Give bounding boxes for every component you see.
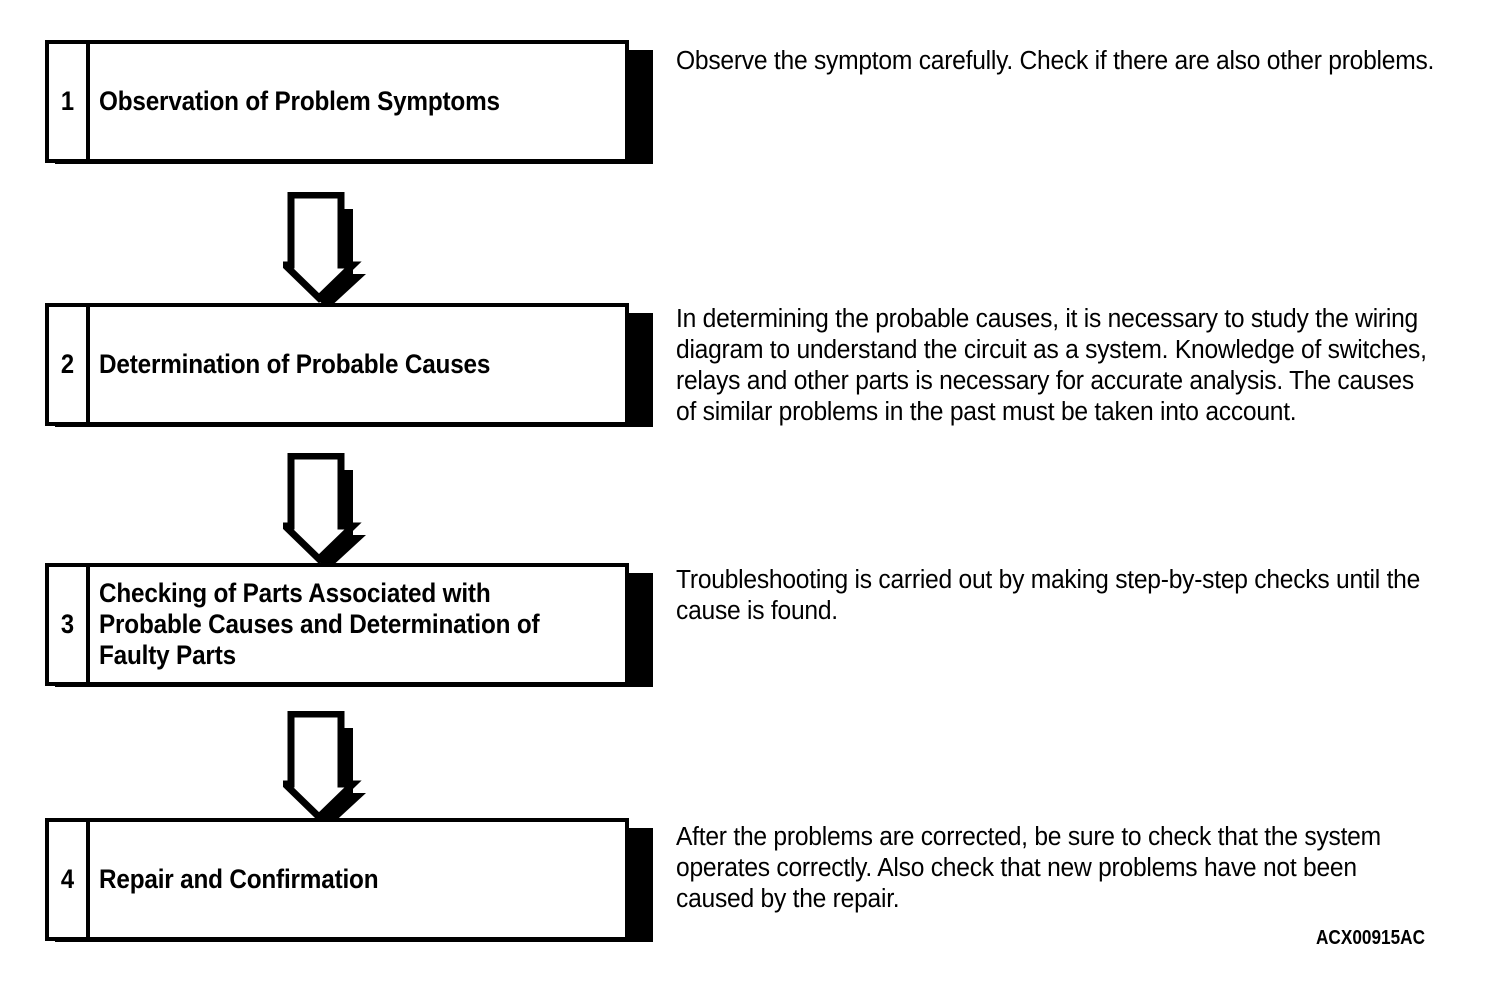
step-number: 1	[61, 86, 74, 116]
step-title: Checking of Parts Associated with Probab…	[99, 578, 540, 670]
step-box-face: 3 Checking of Parts Associated with Prob…	[45, 563, 629, 686]
step-title: Observation of Problem Symptoms	[99, 86, 500, 116]
down-arrow-icon-1	[283, 192, 379, 304]
step-description-2: In determining the probable causes, it i…	[676, 305, 1427, 426]
step-box-face: 2 Determination of Probable Causes	[45, 303, 629, 426]
step-box-face: 1 Observation of Problem Symptoms	[45, 40, 629, 163]
step-title: Determination of Probable Causes	[99, 349, 491, 379]
step-title-cell: Observation of Problem Symptoms	[90, 44, 625, 159]
step-description-3: Troubleshooting is carried out by making…	[676, 566, 1421, 625]
step-number: 4	[61, 864, 74, 894]
step-number: 2	[61, 349, 74, 379]
step-title: Repair and Confirmation	[99, 864, 379, 894]
step-number-cell: 1	[49, 44, 90, 159]
step-number-cell: 3	[49, 567, 90, 682]
step-description-4: After the problems are corrected, be sur…	[676, 823, 1381, 913]
step-title-cell: Repair and Confirmation	[90, 822, 625, 937]
step-number-cell: 2	[49, 307, 90, 422]
down-arrow-icon-3	[283, 711, 379, 823]
down-arrow-icon-2	[283, 453, 379, 565]
step-title-cell: Checking of Parts Associated with Probab…	[90, 567, 625, 682]
step-title-cell: Determination of Probable Causes	[90, 307, 625, 422]
step-box-face: 4 Repair and Confirmation	[45, 818, 629, 941]
step-number: 3	[61, 609, 74, 639]
figure-reference-code: ACX00915AC	[1316, 927, 1425, 949]
step-number-cell: 4	[49, 822, 90, 937]
step-description-1: Observe the symptom carefully. Check if …	[676, 47, 1435, 75]
